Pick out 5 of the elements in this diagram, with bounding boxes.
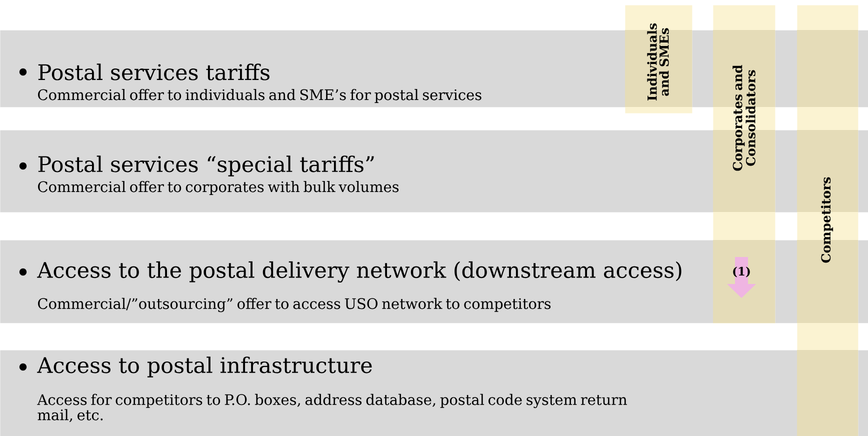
column-band <box>797 5 858 436</box>
service-band: Access to postal infrastructure Access for competitors to P.O. boxes, address database, postal code system return mail, etc. <box>0 350 868 436</box>
callout-number: (1) <box>733 266 750 278</box>
column-band <box>625 5 692 114</box>
column-band <box>713 5 776 324</box>
